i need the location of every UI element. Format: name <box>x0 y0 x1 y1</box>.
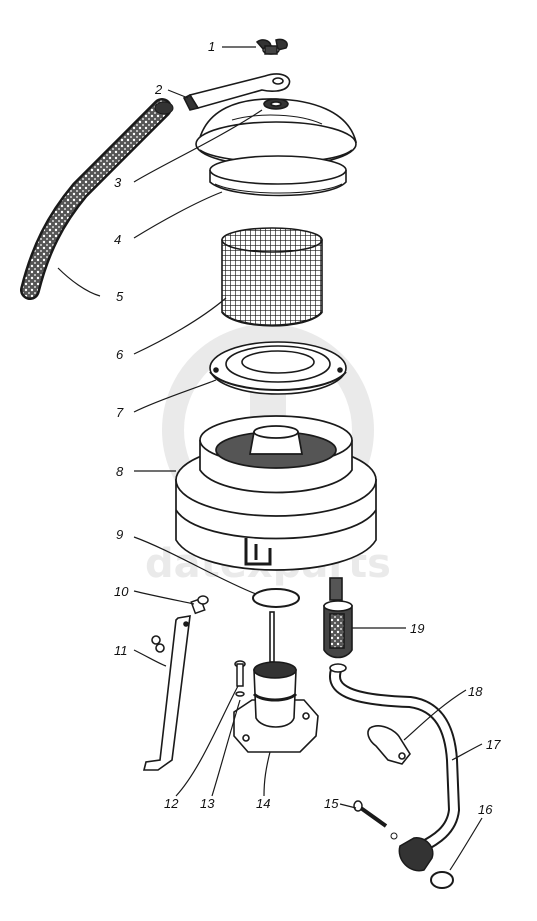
callout-18: 18 <box>468 684 483 699</box>
callout-6: 6 <box>116 347 124 362</box>
mounting-strap <box>142 615 191 771</box>
filter-housing <box>175 415 377 571</box>
callout-8: 8 <box>116 464 124 479</box>
callout-7: 7 <box>116 405 124 420</box>
callout-10: 10 <box>114 584 129 599</box>
hose <box>20 98 174 300</box>
screw-15 <box>353 800 388 828</box>
callout-16: 16 <box>478 802 493 817</box>
callout-4: 4 <box>114 232 121 247</box>
mesh-filter-element <box>221 227 323 327</box>
bolt-12 <box>234 660 246 687</box>
small-screw <box>190 595 209 615</box>
gasket-plate <box>209 341 347 395</box>
callout-13: 13 <box>200 796 215 811</box>
leader-lines <box>57 46 483 871</box>
callout-14: 14 <box>256 796 270 811</box>
callout-2: 2 <box>154 82 163 97</box>
callout-19: 19 <box>410 621 424 636</box>
callout-12: 12 <box>164 796 179 811</box>
washer-13 <box>235 691 245 697</box>
wing-nut <box>255 38 288 55</box>
pipe-17 <box>329 664 461 872</box>
callout-labels: 1 2 3 4 5 6 7 8 9 10 11 12 13 14 15 16 1… <box>114 39 501 817</box>
pipe-clamp <box>367 725 411 765</box>
callout-15: 15 <box>324 796 339 811</box>
callout-3: 3 <box>114 175 122 190</box>
callout-17: 17 <box>486 737 501 752</box>
cover-ring <box>209 155 347 197</box>
valve-base <box>233 611 319 753</box>
o-ring-small <box>430 871 454 889</box>
callout-1: 1 <box>208 39 215 54</box>
callout-11: 11 <box>114 643 128 658</box>
coupling-19 <box>323 577 353 673</box>
callout-5: 5 <box>116 289 124 304</box>
callout-9: 9 <box>116 527 123 542</box>
bracket-arm <box>182 73 291 111</box>
o-ring-large <box>252 588 300 608</box>
